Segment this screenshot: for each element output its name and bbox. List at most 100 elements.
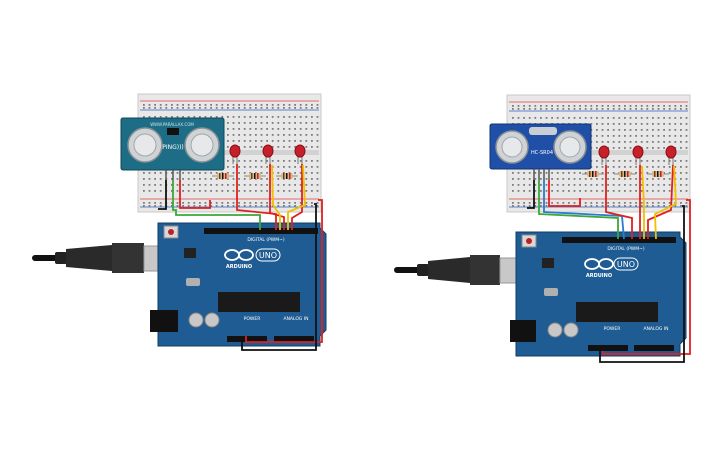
breadboard-hole	[624, 205, 626, 207]
breadboard-hole	[154, 116, 156, 118]
breadboard-hole	[143, 202, 145, 204]
breadboard-hole	[266, 190, 268, 192]
breadboard-hole	[171, 104, 173, 106]
breadboard-hole	[612, 190, 615, 192]
breadboard-hole	[294, 172, 296, 174]
breadboard-hole	[685, 202, 688, 204]
breadboard-hole	[596, 190, 598, 192]
breadboard-hole	[629, 147, 632, 149]
breadboard-hole	[601, 166, 604, 168]
breadboard-hole	[596, 105, 598, 107]
breadboard-hole	[215, 190, 218, 192]
breadboard-hole	[215, 104, 218, 106]
breadboard-hole	[573, 190, 576, 192]
arduino-board-2: ARDUINO UNO DIGITAL (PWM~) POWER ANALOG …	[510, 231, 687, 357]
breadboard-hole	[204, 172, 207, 174]
breadboard-hole	[283, 134, 285, 136]
breadboard-hole	[305, 166, 308, 168]
led-1-1	[229, 144, 241, 164]
breadboard-hole	[316, 146, 319, 148]
breadboard-hole	[512, 117, 514, 119]
breadboard-hole	[668, 160, 671, 162]
board-2-model: UNO	[617, 260, 635, 269]
breadboard-hole	[618, 105, 621, 107]
breadboard-hole	[601, 202, 604, 204]
breadboard-hole	[680, 172, 682, 174]
breadboard-hole	[311, 107, 313, 109]
breadboard-hole	[663, 178, 665, 180]
breadboard-hole	[607, 190, 609, 192]
breadboard-hole	[596, 129, 598, 131]
breadboard-hole	[294, 107, 296, 109]
breadboard-hole	[243, 190, 246, 192]
breadboard-hole	[556, 202, 559, 204]
breadboard-hole	[171, 190, 173, 192]
breadboard-hole	[243, 184, 246, 186]
breadboard-hole	[545, 117, 548, 119]
breadboard-hole	[612, 160, 615, 162]
breadboard-hole	[646, 117, 649, 119]
breadboard-hole	[305, 172, 308, 174]
breadboard-hole	[255, 140, 257, 142]
breadboard-hole	[277, 128, 280, 130]
breadboard-hole	[607, 108, 609, 110]
breadboard-hole	[182, 107, 184, 109]
breadboard-hole	[277, 107, 280, 109]
breadboard-hole	[523, 178, 525, 180]
breadboard-hole	[299, 172, 302, 174]
breadboard-hole	[266, 116, 268, 118]
breadboard-hole	[277, 134, 280, 136]
breadboard-hole	[607, 205, 609, 207]
breadboard-hole	[288, 190, 291, 192]
breadboard-hole	[635, 172, 637, 174]
breadboard-hole	[584, 172, 587, 174]
breadboard-hole	[311, 128, 313, 130]
breadboard-hole	[618, 135, 621, 137]
breadboard-hole	[277, 178, 280, 180]
breadboard-hole	[249, 116, 252, 118]
breadboard-hole	[596, 135, 598, 137]
breadboard-hole	[534, 205, 537, 207]
board-2-power-label: POWER	[604, 326, 621, 332]
breadboard-hole	[607, 123, 609, 125]
breadboard-hole	[540, 202, 542, 204]
breadboard-hole	[607, 141, 609, 143]
breadboard-hole	[657, 160, 660, 162]
breadboard-hole	[652, 147, 654, 149]
breadboard-hole	[601, 117, 604, 119]
breadboard-hole	[674, 123, 677, 125]
breadboard-hole	[596, 117, 598, 119]
breadboard-hole	[517, 105, 520, 107]
breadboard-hole	[612, 129, 615, 131]
ultrasonic-sensor-2: HC-SR04	[489, 123, 592, 180]
breadboard-hole	[243, 172, 246, 174]
breadboard-hole	[305, 146, 308, 148]
breadboard-hole	[316, 104, 319, 106]
breadboard-hole	[283, 202, 285, 204]
breadboard-hole	[663, 202, 665, 204]
breadboard-hole	[640, 123, 643, 125]
breadboard-hole	[568, 105, 570, 107]
breadboard-hole	[283, 205, 285, 207]
breadboard-hole	[640, 160, 643, 162]
breadboard-hole	[210, 116, 212, 118]
breadboard-hole	[685, 190, 688, 192]
breadboard-hole	[663, 123, 665, 125]
breadboard-hole	[249, 122, 252, 124]
breadboard-hole	[260, 116, 263, 118]
breadboard-hole	[663, 205, 665, 207]
breadboard-hole	[299, 107, 302, 109]
breadboard-hole	[624, 178, 626, 180]
board-1-analog-label: ANALOG IN	[283, 316, 308, 322]
breadboard-hole	[528, 105, 531, 107]
breadboard-hole	[148, 104, 151, 106]
breadboard-hole	[517, 178, 520, 180]
breadboard-hole	[590, 190, 593, 192]
breadboard-hole	[299, 104, 302, 106]
breadboard-hole	[182, 202, 184, 204]
breadboard-hole	[551, 202, 553, 204]
breadboard-hole	[663, 117, 665, 119]
breadboard-hole	[668, 117, 671, 119]
breadboard-hole	[668, 129, 671, 131]
breadboard-hole	[556, 105, 559, 107]
